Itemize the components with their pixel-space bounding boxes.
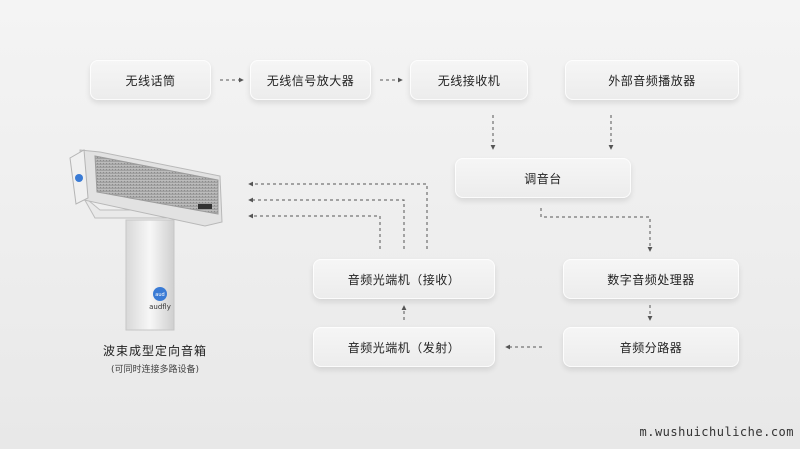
svg-text:aud: aud	[155, 292, 164, 298]
node-wireless-receiver: 无线接收机	[410, 60, 528, 100]
node-mixer: 调音台	[455, 158, 631, 198]
brand-logo-text: audfly	[149, 303, 171, 311]
node-splitter: 音频分路器	[563, 327, 739, 367]
watermark-url: m.wushuichuliche.com	[639, 425, 794, 439]
node-wireless-mic: 无线话筒	[90, 60, 211, 100]
brand-logo-icon	[153, 287, 167, 301]
arrow-mixer-to-processor	[540, 208, 653, 252]
node-optical-transmitter: 音频光端机（发射）	[313, 327, 495, 367]
arrow-receiver-to-speaker-3	[248, 213, 381, 249]
node-wireless-amplifier: 无线信号放大器	[250, 60, 371, 100]
speaker-caption: 波束成型定向音箱	[102, 344, 207, 358]
arrow-receiver-to-speaker-2	[248, 197, 405, 249]
node-external-player: 外部音频播放器	[565, 60, 739, 100]
node-digital-processor: 数字音频处理器	[563, 259, 739, 299]
speaker-pole	[125, 219, 175, 331]
node-optical-receiver: 音频光端机（接收）	[313, 259, 495, 299]
speaker-subcaption: (可同时连接多路设备)	[110, 365, 200, 375]
